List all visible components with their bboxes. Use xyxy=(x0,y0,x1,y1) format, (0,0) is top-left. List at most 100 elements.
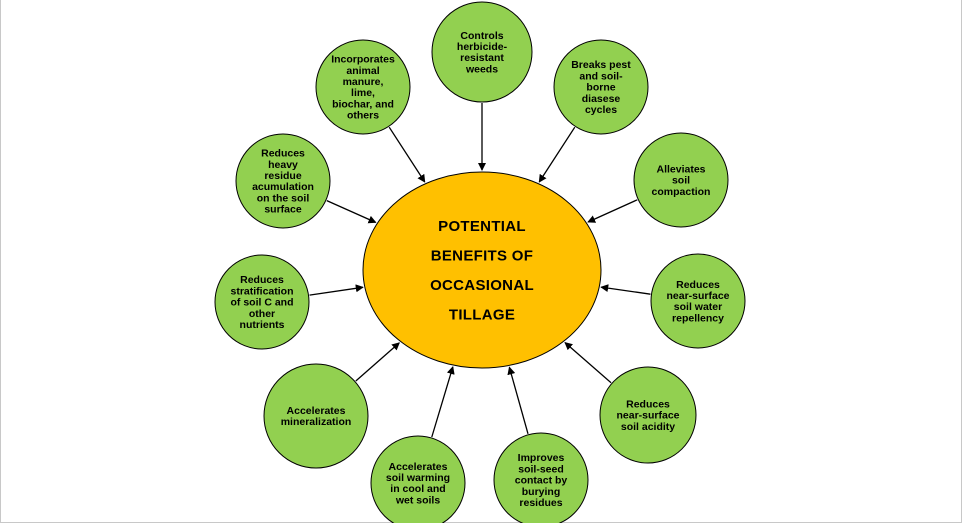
benefit-label-line: near-surface xyxy=(666,290,729,302)
arrows-layer xyxy=(309,103,651,438)
benefit-label-line: nutrients xyxy=(240,319,285,331)
benefit-label-line: manure, xyxy=(343,76,384,88)
benefit-label-line: surface xyxy=(264,204,302,216)
benefit-label-line: residue xyxy=(264,170,302,182)
benefit-label-line: mineralization xyxy=(281,416,352,428)
benefit-label-line: contact by xyxy=(515,475,568,487)
benefit-circle xyxy=(553,39,649,135)
benefit-circle xyxy=(315,39,411,135)
benefit-label-line: of soil C and xyxy=(231,297,294,309)
benefit-circle xyxy=(431,1,533,103)
center-title-line: BENEFITS OF xyxy=(431,247,533,264)
benefit-label-line: soil acidity xyxy=(621,421,675,433)
benefit-circle xyxy=(370,435,466,523)
benefit-label-line: heavy xyxy=(268,159,298,171)
benefit-circle xyxy=(633,132,729,228)
arrow-manure xyxy=(388,126,426,183)
benefit-label-line: near-surface xyxy=(616,410,679,422)
benefit-label-line: Reduces xyxy=(261,148,305,160)
center-ellipse xyxy=(362,171,602,369)
benefit-label-line: soil-seed xyxy=(518,463,564,475)
benefit-label-line: soil warming xyxy=(386,472,450,484)
benefit-label-line: and soil- xyxy=(579,70,623,82)
benefit-label-line: resistant xyxy=(460,52,504,64)
benefit-label-line: Breaks pest xyxy=(571,59,631,71)
benefit-label-line: residues xyxy=(519,497,562,509)
benefit-label-line: biochar, and xyxy=(332,98,394,110)
benefit-label-line: Incorporates xyxy=(331,54,395,66)
benefit-label-line: Alleviates xyxy=(656,163,705,175)
benefit-label-line: soil water xyxy=(674,301,722,313)
benefit-label-line: lime, xyxy=(351,87,375,99)
benefit-circle xyxy=(493,432,589,523)
benefit-label-line: other xyxy=(249,308,275,320)
benefit-circle xyxy=(263,363,369,469)
benefit-label-line: borne xyxy=(586,82,615,94)
benefit-label-line: repellency xyxy=(672,312,724,324)
benefit-label-line: herbicide- xyxy=(457,41,508,53)
benefit-label-line: weeds xyxy=(465,63,498,75)
benefit-label-line: Reduces xyxy=(676,279,720,291)
arrow-residue xyxy=(326,200,377,224)
center-hub: POTENTIAL BENEFITS OF OCCASIONAL TILLAGE xyxy=(362,171,602,369)
benefit-label-line: in cool and xyxy=(390,483,445,495)
benefit-label-line: Accelerates xyxy=(389,461,448,473)
arrow-water-repellency xyxy=(600,284,651,295)
benefit-label-line: wet soils xyxy=(395,494,441,506)
center-title-line: TILLAGE xyxy=(449,306,515,323)
benefit-circle xyxy=(235,133,331,229)
benefit-label-line: animal xyxy=(346,65,379,77)
benefit-label-line: acumulation xyxy=(252,181,314,193)
benefit-circle xyxy=(650,253,746,349)
arrow-mineralization xyxy=(355,342,400,382)
benefit-label-line: soil xyxy=(672,175,690,187)
benefit-label-line: compaction xyxy=(652,186,711,198)
benefit-label-line: stratification xyxy=(230,285,293,297)
benefit-circle xyxy=(214,254,310,350)
benefit-label-line: Accelerates xyxy=(287,405,346,417)
arrow-warming xyxy=(431,366,455,438)
benefit-label-line: cycles xyxy=(585,104,617,116)
benefit-label-line: on the soil xyxy=(257,192,310,204)
center-title: POTENTIAL BENEFITS OF OCCASIONAL TILLAGE xyxy=(430,218,534,323)
benefit-label-line: Reduces xyxy=(240,274,284,286)
arrow-acidity xyxy=(564,341,612,384)
arrow-compaction xyxy=(587,199,638,223)
benefit-label-line: burying xyxy=(522,486,561,498)
center-title-line: POTENTIAL xyxy=(438,218,526,235)
benefit-label-line: diasese xyxy=(582,93,621,105)
benefit-label-line: Controls xyxy=(460,30,503,42)
benefit-label-line: Improves xyxy=(518,452,565,464)
arrow-seed-contact xyxy=(507,366,529,434)
benefit-label-line: others xyxy=(347,110,379,122)
center-title-line: OCCASIONAL xyxy=(430,277,534,294)
arrow-pest xyxy=(538,126,576,183)
arrow-stratification xyxy=(309,284,364,296)
benefit-label-line: Reduces xyxy=(626,398,670,410)
